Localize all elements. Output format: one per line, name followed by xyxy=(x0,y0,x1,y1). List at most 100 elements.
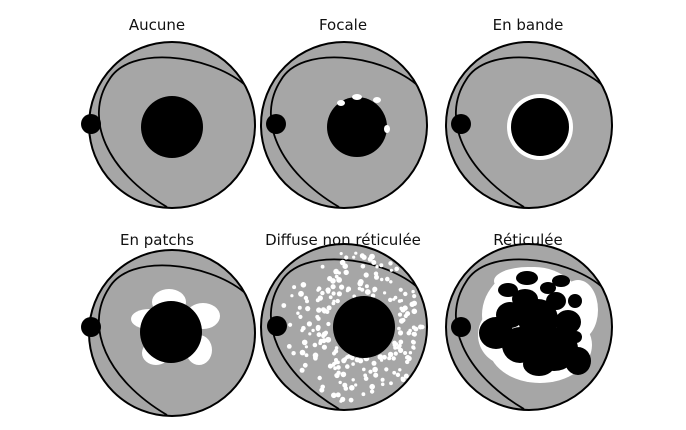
diffuse-dot xyxy=(389,381,393,386)
diffuse-atrophy-dots xyxy=(281,251,425,403)
diffuse-dot xyxy=(351,378,355,382)
vascular-arcade xyxy=(454,258,602,410)
diffuse-dot xyxy=(398,339,404,345)
diffuse-dot xyxy=(393,351,398,356)
diffuse-dot xyxy=(411,289,415,294)
diffuse-dot xyxy=(336,291,342,297)
diffuse-dot xyxy=(305,299,309,304)
diffuse-dot xyxy=(331,279,335,283)
diffuse-dot xyxy=(323,330,329,335)
diffuse-dot xyxy=(410,339,416,344)
diffuse-dot xyxy=(312,342,318,348)
panel-label: Focale xyxy=(318,16,368,34)
diffuse-dot xyxy=(317,375,322,381)
diffuse-dot xyxy=(286,344,292,349)
diffuse-dot xyxy=(377,354,384,360)
diffuse-dot xyxy=(403,373,409,379)
diffuse-dot xyxy=(311,328,315,333)
vascular-arcade xyxy=(269,56,417,208)
fundus-diagram-reticulee xyxy=(445,243,613,411)
optic-disc xyxy=(81,317,101,337)
diffuse-dot xyxy=(363,373,368,378)
diffuse-dot xyxy=(379,263,384,268)
diffuse-dot xyxy=(343,386,349,391)
diffuse-dot xyxy=(370,293,376,298)
panel-label: En patchs xyxy=(120,231,194,249)
diffuse-dot xyxy=(412,294,417,299)
diffuse-dot xyxy=(296,311,300,315)
diffuse-dot xyxy=(363,272,369,278)
macula-center xyxy=(327,97,387,157)
diffuse-dot xyxy=(343,269,349,276)
diffuse-dot xyxy=(334,274,339,279)
diffuse-dot xyxy=(336,360,340,365)
diffuse-dot xyxy=(352,294,356,299)
diffuse-dot xyxy=(339,252,343,256)
diffuse-dot xyxy=(393,295,398,300)
diffuse-dot xyxy=(367,256,373,262)
diffuse-dot xyxy=(291,351,296,356)
diffuse-dot xyxy=(330,284,336,290)
diffuse-dot xyxy=(373,372,379,378)
diffuse-dot xyxy=(290,294,294,298)
diffuse-dot xyxy=(397,312,403,317)
panel-en-bande: En bande xyxy=(428,0,628,215)
diffuse-dot xyxy=(371,260,377,265)
diffuse-dot xyxy=(397,326,401,331)
diffuse-dot xyxy=(398,318,405,324)
diffuse-dot xyxy=(320,264,325,269)
diffuse-dot xyxy=(292,285,297,290)
diffuse-dot xyxy=(396,346,400,350)
diffuse-dot xyxy=(412,346,416,350)
diffuse-dot xyxy=(303,295,309,301)
diffuse-dot xyxy=(317,295,323,301)
diffuse-dot xyxy=(394,266,399,272)
reticular-lesions xyxy=(479,271,591,376)
diffuse-dot xyxy=(338,380,342,385)
diffuse-dot xyxy=(301,339,308,346)
diffuse-dot xyxy=(400,307,406,313)
optic-disc xyxy=(267,316,287,336)
diffuse-dot xyxy=(308,332,312,336)
diffuse-dot xyxy=(346,354,352,359)
fundus-diagram-en-bande xyxy=(445,41,613,209)
optic-disc xyxy=(266,114,286,134)
diffuse-dot xyxy=(333,361,337,365)
diffuse-dot xyxy=(361,254,367,260)
diffuse-dot xyxy=(397,330,404,336)
diffuse-dot xyxy=(320,290,325,296)
diffuse-dot xyxy=(316,316,321,321)
diffuse-dot xyxy=(299,367,305,373)
diffuse-dot xyxy=(299,349,306,356)
focal-atrophy-spot xyxy=(373,97,381,103)
diffuse-dot xyxy=(354,251,358,255)
diffuse-dot xyxy=(302,362,308,368)
diffuse-dot xyxy=(335,392,341,398)
diffuse-dot xyxy=(393,345,398,350)
diffuse-dot xyxy=(340,396,346,402)
diffuse-dot xyxy=(325,287,331,293)
diffuse-dot xyxy=(335,298,340,304)
diffuse-dot xyxy=(281,303,287,308)
diffuse-dot xyxy=(395,372,401,377)
vascular-arcade xyxy=(97,264,245,416)
diffuse-dot xyxy=(384,367,389,372)
diffuse-dot xyxy=(389,268,393,272)
fundus-diagram-focale xyxy=(260,41,428,209)
diffuse-dot xyxy=(304,345,308,349)
diffuse-dot xyxy=(409,301,415,307)
diffuse-dot xyxy=(304,353,309,358)
macula-center xyxy=(140,301,202,363)
panel-diffuse-non-reticulee: Diffuse non réticulée xyxy=(243,215,443,430)
diffuse-dot xyxy=(412,331,417,337)
diffuse-dot xyxy=(405,311,411,317)
diffuse-dot xyxy=(364,289,371,295)
diffuse-dot xyxy=(321,308,328,314)
panel-label: Aucune xyxy=(128,16,186,34)
diffuse-dot xyxy=(373,271,379,276)
diffuse-dot xyxy=(398,343,402,348)
diffuse-dot xyxy=(362,367,366,372)
diffuse-dot xyxy=(406,355,412,362)
diffuse-dot xyxy=(371,360,377,366)
diffuse-dot xyxy=(394,342,399,346)
